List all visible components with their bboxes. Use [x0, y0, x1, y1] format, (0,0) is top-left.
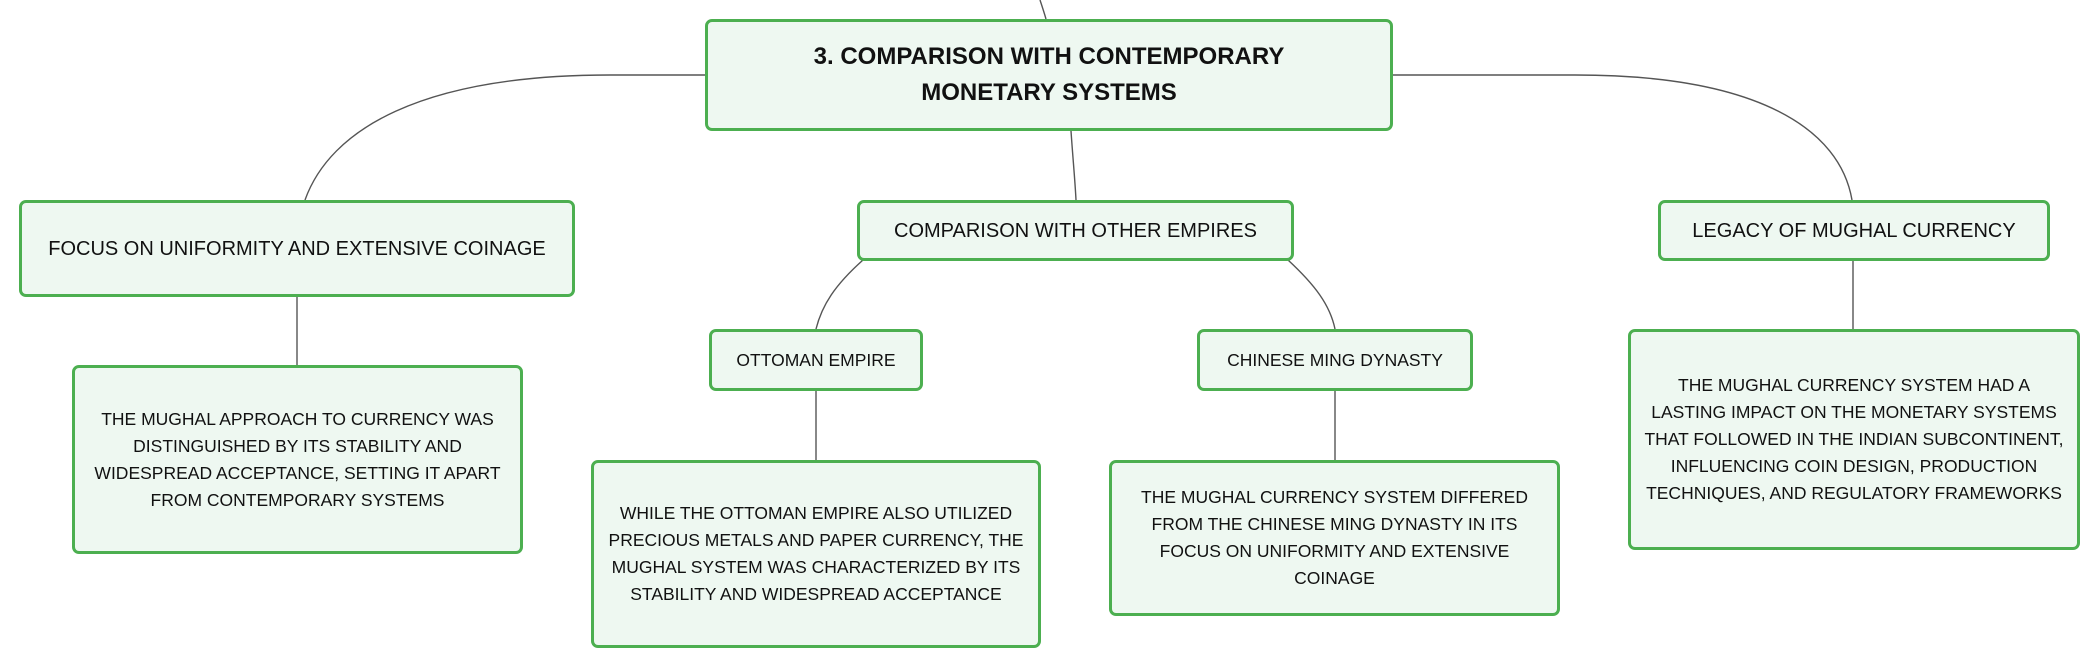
subtopic-node-ming[interactable]: CHINESE MING DYNASTY: [1197, 329, 1473, 391]
detail-text-ming: THE MUGHAL CURRENCY SYSTEM DIFFERED FROM…: [1141, 487, 1528, 588]
topic-label-legacy: LEGACY OF MUGHAL CURRENCY: [1692, 219, 2016, 242]
topic-label-comparison: COMPARISON WITH OTHER EMPIRES: [894, 219, 1257, 242]
connector-compare-to-ming: [1287, 259, 1336, 330]
subtopic-label-ming: CHINESE MING DYNASTY: [1227, 350, 1443, 370]
detail-text-ottoman: WHILE THE OTTOMAN EMPIRE ALSO UTILIZED P…: [608, 503, 1024, 604]
connector-root-to-legacy: [1393, 74, 1853, 201]
connector-root-to-compare: [1070, 130, 1077, 201]
topic-node-legacy[interactable]: LEGACY OF MUGHAL CURRENCY: [1658, 200, 2050, 261]
root-topic-node[interactable]: 3. COMPARISON WITH CONTEMPORARY MONETARY…: [705, 19, 1393, 131]
detail-text-legacy: THE MUGHAL CURRENCY SYSTEM HAD A LASTING…: [1644, 375, 2064, 503]
topic-node-comparison[interactable]: COMPARISON WITH OTHER EMPIRES: [857, 200, 1294, 261]
topic-node-uniformity[interactable]: FOCUS ON UNIFORMITY AND EXTENSIVE COINAG…: [19, 200, 575, 297]
root-topic-label: 3. COMPARISON WITH CONTEMPORARY MONETARY…: [813, 43, 1285, 106]
subtopic-node-ottoman[interactable]: OTTOMAN EMPIRE: [709, 329, 923, 391]
topic-label-uniformity: FOCUS ON UNIFORMITY AND EXTENSIVE COINAG…: [48, 237, 546, 260]
connector-compare-to-ottoman: [815, 259, 864, 330]
connector-root-to-focus: [304, 74, 705, 201]
detail-node-legacy[interactable]: THE MUGHAL CURRENCY SYSTEM HAD A LASTING…: [1628, 329, 2080, 550]
subtopic-label-ottoman: OTTOMAN EMPIRE: [736, 350, 896, 370]
connector-parent-to-root: [1039, 0, 1047, 20]
detail-node-ottoman[interactable]: WHILE THE OTTOMAN EMPIRE ALSO UTILIZED P…: [591, 460, 1041, 648]
detail-node-uniformity[interactable]: THE MUGHAL APPROACH TO CURRENCY WAS DIST…: [72, 365, 523, 554]
detail-text-uniformity: THE MUGHAL APPROACH TO CURRENCY WAS DIST…: [94, 408, 501, 510]
detail-node-ming[interactable]: THE MUGHAL CURRENCY SYSTEM DIFFERED FROM…: [1109, 460, 1560, 616]
